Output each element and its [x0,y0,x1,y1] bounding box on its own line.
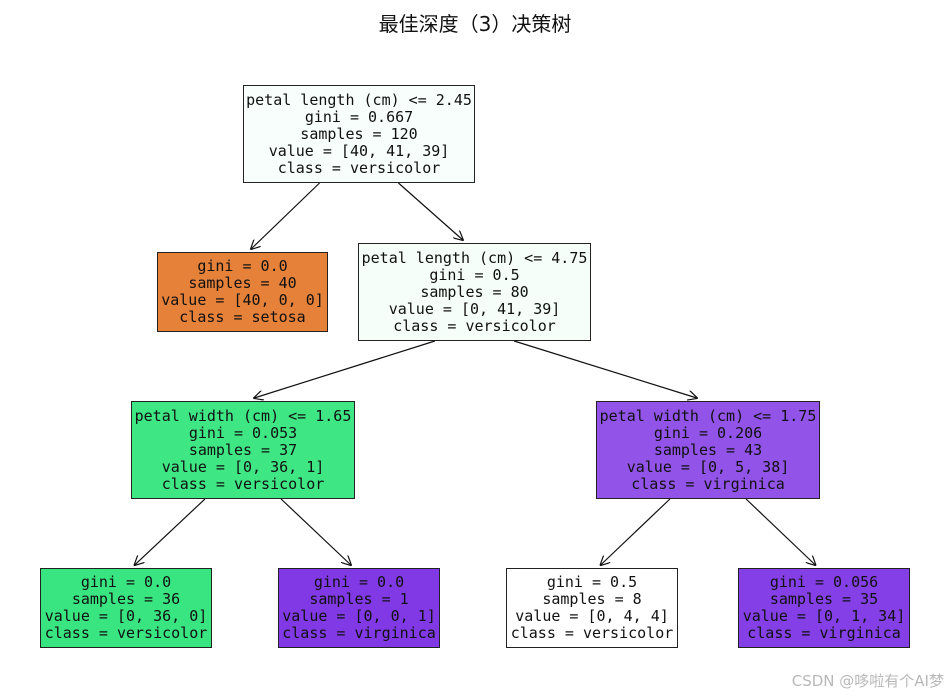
node-text-line: value = [0, 1, 34] [742,607,906,625]
edge-n3-n5 [135,498,206,565]
node-text-line: value = [40, 41, 39] [268,141,450,160]
node-text-line: class = virginica [747,624,901,642]
node-text-line: class = versicolor [277,158,441,177]
node-text-line: petal length (cm) <= 4.75 [361,248,588,267]
node-text-line: value = [0, 36, 1] [161,457,325,476]
node-text-line: value = [0, 4, 4] [515,607,669,625]
edge-n2-n3 [254,340,436,398]
figure-title: 最佳深度（3）决策树 [378,12,572,36]
node-text-line: gini = 0.053 [188,423,298,442]
node-text-line: class = versicolor [161,474,325,493]
node-text-line: class = virginica [631,474,785,493]
node-text-line: samples = 43 [653,440,763,459]
node-text-line: value = [0, 41, 39] [388,299,561,318]
node-text-line: samples = 36 [71,590,181,608]
node-text-line: gini = 0.5 [546,573,638,591]
node-text-line: class = versicolor [393,316,556,335]
node-text-line: samples = 35 [769,590,879,608]
node-text-line: value = [0, 36, 0] [44,607,208,625]
edge-n4-n7 [601,498,671,565]
node-text-line: class = setosa [179,308,306,326]
node-text-line: class = versicolor [510,624,674,642]
node-text-line: gini = 0.0 [313,573,405,591]
node-text-line: gini = 0.5 [429,265,520,284]
node-text-line: gini = 0.206 [653,423,763,442]
watermark: CSDN @哆啦有个AI梦 [791,672,944,690]
node-text-line: petal width (cm) <= 1.75 [599,406,817,425]
edge-n4-n8 [745,498,815,565]
node-text-line: class = versicolor [44,624,208,642]
node-text-line: samples = 80 [420,282,529,301]
node-text-line: gini = 0.0 [80,573,172,591]
node-text-line: gini = 0.056 [769,573,879,591]
node-text-line: value = [0, 5, 38] [626,457,790,476]
node-text-line: samples = 1 [309,590,409,608]
node-text-line: value = [40, 0, 0] [161,291,324,309]
node-text-line: petal length (cm) <= 2.45 [246,90,472,109]
edge-n0-n1 [251,182,320,249]
node-text-line: class = virginica [282,624,436,642]
node-text-line: petal width (cm) <= 1.65 [134,406,352,425]
node-text-line: samples = 37 [188,440,298,459]
node-text-line: value = [0, 0, 1] [282,607,436,625]
node-text-line: samples = 120 [300,124,418,143]
node-text-line: gini = 0.0 [197,257,288,275]
node-text-line: gini = 0.667 [304,107,414,126]
node-text-line: samples = 40 [188,274,297,292]
edge-n2-n4 [513,340,697,398]
node-text-line: samples = 8 [542,590,642,608]
edge-n0-n2 [398,182,462,240]
edge-n3-n6 [280,498,351,565]
